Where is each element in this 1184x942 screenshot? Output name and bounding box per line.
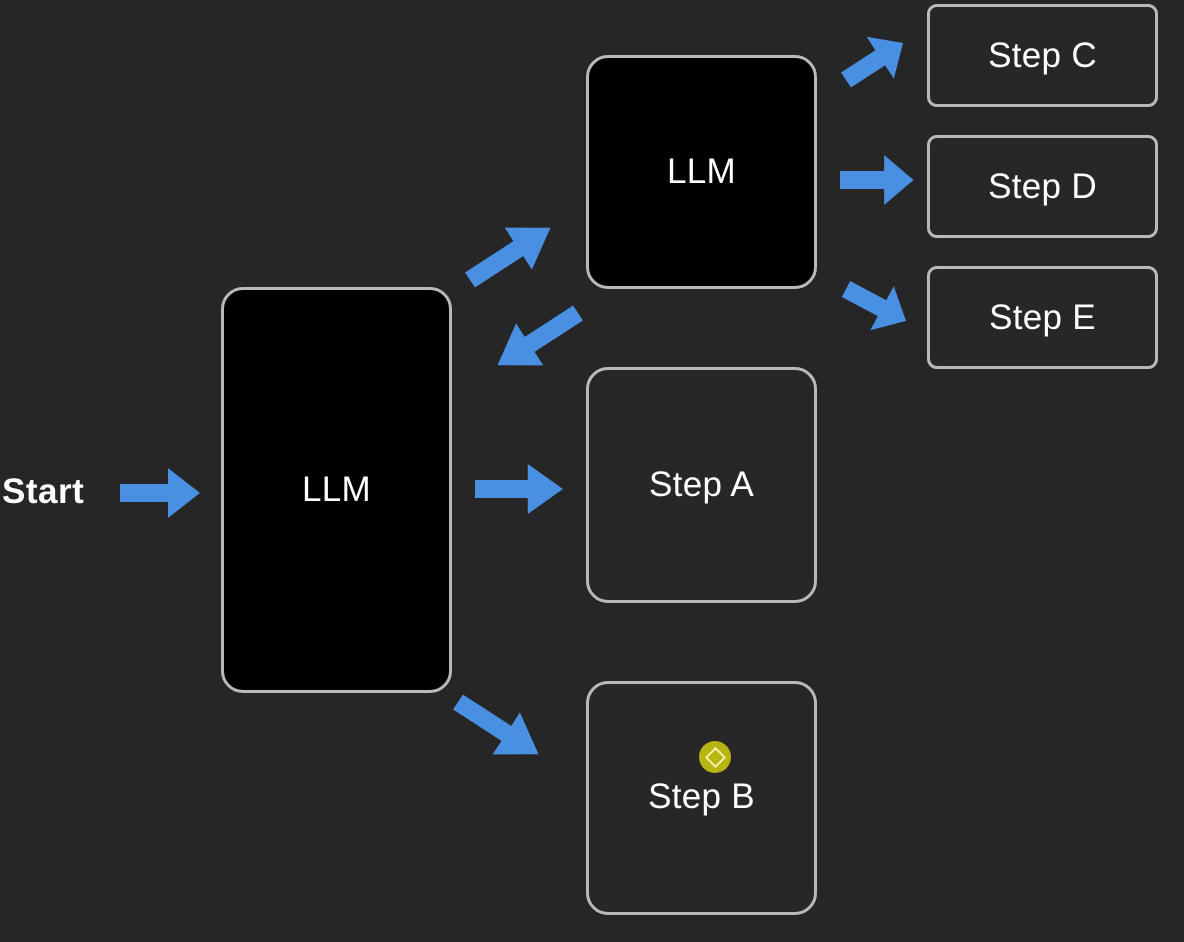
llm-main-label: LLM (302, 470, 371, 509)
step-d-label: Step D (988, 166, 1097, 206)
step-b-node: Step B (586, 681, 817, 915)
step-e-node: Step E (927, 266, 1158, 369)
arrow-router-to-step-c-icon (832, 21, 917, 101)
step-a-label: Step A (649, 465, 754, 504)
step-d-node: Step D (927, 135, 1158, 238)
cursor-indicator-icon (699, 741, 731, 773)
llm-router-node: LLM (586, 55, 817, 289)
arrow-router-to-step-e-icon (834, 266, 918, 343)
arrow-llm-to-step-b-icon (444, 681, 553, 776)
arrow-router-to-step-d-icon (840, 155, 914, 205)
llm-main-node: LLM (221, 287, 452, 693)
llm-router-label: LLM (667, 152, 736, 191)
arrow-start-to-llm-icon (120, 468, 200, 518)
arrow-llm-to-step-a-icon (475, 464, 563, 514)
step-c-node: Step C (927, 4, 1158, 107)
arrow-router-to-llm-icon (483, 292, 592, 387)
step-c-label: Step C (988, 35, 1097, 75)
step-e-label: Step E (989, 297, 1096, 337)
start-label: Start (2, 472, 85, 511)
arrow-llm-to-router-icon (456, 206, 565, 301)
step-b-label: Step B (648, 777, 755, 816)
step-a-node: Step A (586, 367, 817, 603)
